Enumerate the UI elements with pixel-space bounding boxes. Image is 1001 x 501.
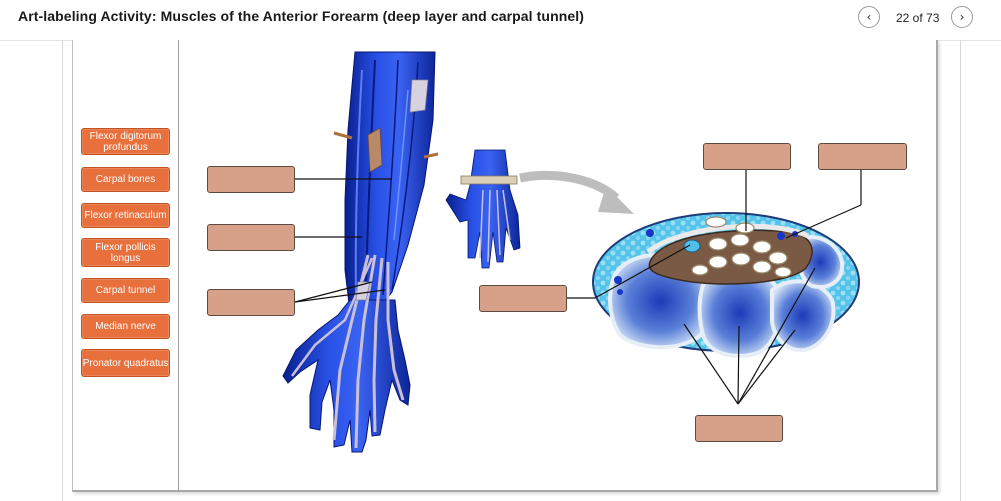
label-chip-flexor-pollicis-longus[interactable]: Flexor pollicis longus xyxy=(81,238,170,267)
drop-target-tunnel-left[interactable] xyxy=(479,285,567,312)
next-button[interactable]: › xyxy=(951,6,973,28)
label-chip-flexor-digitorum-profundus[interactable]: Flexor digitorum profundus xyxy=(81,128,170,155)
forearm-illustration xyxy=(282,51,439,453)
drop-target-tunnel-top-left[interactable] xyxy=(703,143,791,170)
page-left-rule xyxy=(62,40,63,501)
hand-thumbnail xyxy=(445,149,521,269)
drop-target-forearm-middle[interactable] xyxy=(207,224,295,251)
drop-target-forearm-lower[interactable] xyxy=(207,289,295,316)
label-chip-carpal-tunnel[interactable]: Carpal tunnel xyxy=(81,278,170,303)
label-chip-flexor-retinaculum[interactable]: Flexor retinaculum xyxy=(81,203,170,228)
chevron-right-icon: › xyxy=(959,10,965,24)
carpal-tunnel-cross-section xyxy=(567,169,862,405)
label-chip-median-nerve[interactable]: Median nerve xyxy=(81,314,170,339)
drop-target-tunnel-bottom[interactable] xyxy=(695,415,783,442)
page-counter: 22 of 73 xyxy=(896,11,940,25)
previous-button[interactable]: ‹ xyxy=(858,6,880,28)
label-chip-pronator-quadratus[interactable]: Pronator quadratus xyxy=(81,349,170,377)
drop-target-tunnel-top-right[interactable] xyxy=(818,143,907,170)
label-bank-divider xyxy=(178,40,179,492)
label-chip-carpal-bones[interactable]: Carpal bones xyxy=(81,167,170,192)
drop-target-forearm-upper[interactable] xyxy=(207,166,295,193)
chevron-left-icon: ‹ xyxy=(866,10,872,24)
activity-title: Art-labeling Activity: Muscles of the An… xyxy=(18,8,585,24)
page-right-rule xyxy=(960,40,961,501)
